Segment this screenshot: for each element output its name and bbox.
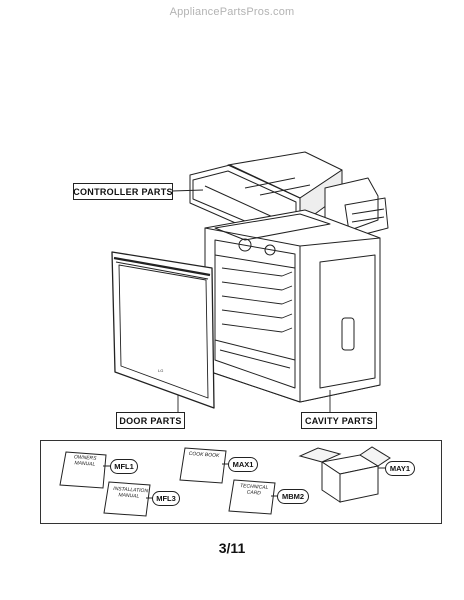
code-tag-may1[interactable]: MAY1: [385, 461, 415, 476]
cavity-drawing: [204, 209, 381, 403]
technical-card-booklet: [228, 479, 276, 515]
code-tag-max1[interactable]: MAX1: [228, 457, 258, 472]
watermark: AppliancePartsPros.com: [169, 6, 295, 18]
box-drawing: [298, 446, 391, 503]
cavity-parts-label[interactable]: CAVITY PARTS: [301, 412, 377, 429]
door-drawing: LG: [111, 251, 215, 409]
code-tag-mbm2[interactable]: MBM2: [277, 489, 309, 504]
installation-manual-title: INSTALLATION MANUAL: [113, 485, 149, 500]
owners-manual-title: OWNERS MANUAL: [73, 454, 97, 468]
cook-book-booklet: [179, 447, 227, 484]
svg-text:LG: LG: [158, 368, 163, 373]
owners-manual-booklet: [59, 451, 107, 489]
code-tag-mfl1[interactable]: MFL1: [110, 459, 138, 474]
installation-manual-booklet: [103, 481, 151, 517]
code-tag-mfl3[interactable]: MFL3: [152, 491, 180, 506]
technical-card-title: TECHNICAL CARD: [239, 483, 269, 497]
page-number: 3/11: [218, 540, 246, 556]
door-parts-label[interactable]: DOOR PARTS: [116, 412, 185, 429]
controller-parts-label[interactable]: CONTROLLER PARTS: [73, 183, 173, 200]
